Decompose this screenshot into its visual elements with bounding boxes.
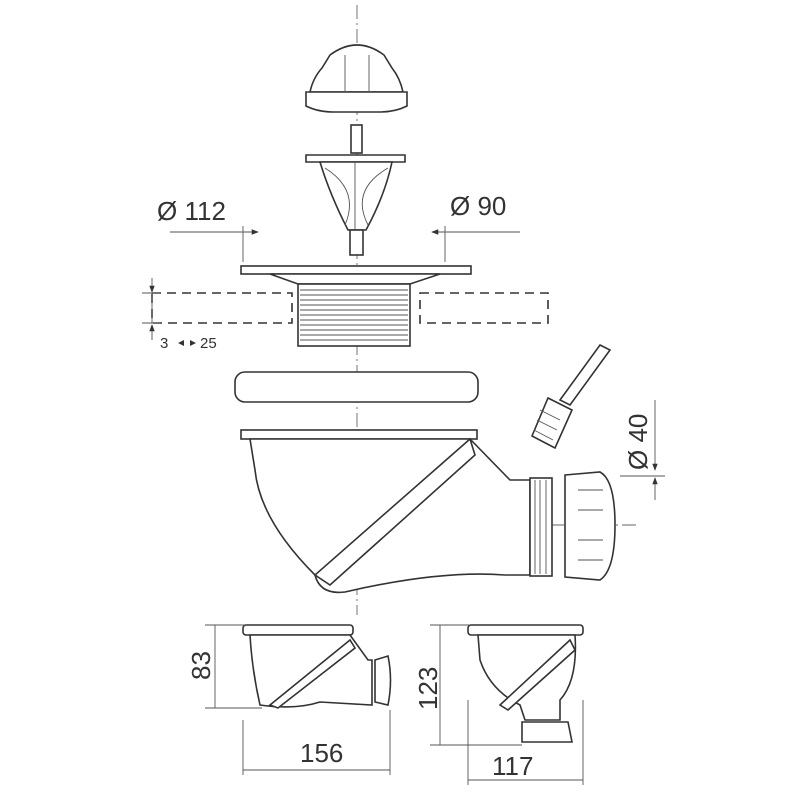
dim-outlet-diameter: Ø 40 xyxy=(623,414,653,470)
countertop-right xyxy=(419,292,549,324)
countertop-left xyxy=(151,292,293,324)
drain-flange-body xyxy=(240,265,472,347)
strainer-basket xyxy=(305,154,406,256)
dim-front-width: 117 xyxy=(492,751,533,781)
drain-knob xyxy=(305,44,408,154)
gasket-ring xyxy=(234,371,479,403)
bottle-trap xyxy=(240,429,616,594)
dim-front-height: 123 xyxy=(413,667,443,710)
side-view xyxy=(205,624,392,775)
dim-thickness-min: 3 xyxy=(160,335,168,352)
dim-flange-diameter: Ø 112 xyxy=(157,196,226,226)
dim-side-height: 83 xyxy=(186,651,216,680)
dim-side-width: 156 xyxy=(300,738,343,768)
dim-thickness-max: 25 xyxy=(200,335,217,352)
front-view xyxy=(430,624,584,785)
dim-body-diameter: Ø 90 xyxy=(450,191,506,221)
glue-brush xyxy=(530,343,612,450)
